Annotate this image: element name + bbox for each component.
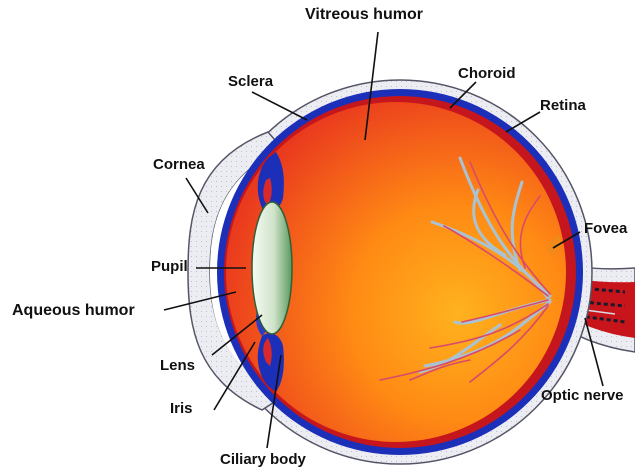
label-ciliary-body: Ciliary body [220, 451, 306, 469]
label-optic-nerve: Optic nerve [541, 387, 624, 405]
lens-shape [252, 202, 292, 334]
label-choroid: Choroid [458, 65, 516, 83]
label-fovea: Fovea [584, 220, 627, 238]
label-aqueous-humor: Aqueous humor [12, 302, 135, 320]
label-lens: Lens [160, 357, 195, 375]
label-retina: Retina [540, 97, 586, 115]
label-pupil: Pupil [151, 258, 188, 276]
label-sclera: Sclera [228, 73, 273, 91]
label-vitreous-humor: Vitreous humor [305, 6, 423, 24]
label-iris: Iris [170, 400, 193, 418]
leader-sclera [252, 92, 307, 120]
label-cornea: Cornea [153, 156, 205, 174]
